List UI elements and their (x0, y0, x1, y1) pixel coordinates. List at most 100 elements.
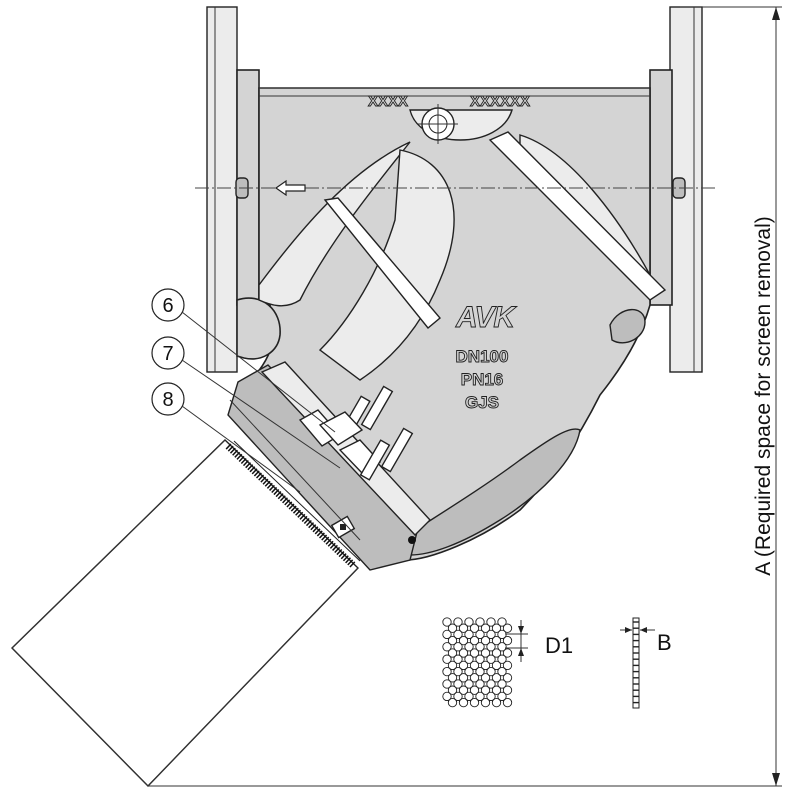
internal-lobe-left (258, 141, 411, 307)
embossed-size: DN100 (456, 347, 509, 366)
screen-guide-upper (323, 197, 441, 329)
perforation-hole (458, 635, 469, 646)
perforation-hole (502, 623, 513, 633)
perforation-hole (464, 642, 474, 652)
perforation-hole (458, 673, 469, 683)
perforation-hole (453, 666, 463, 677)
perforation-detail: D1 (442, 617, 573, 708)
perforation-hole (458, 685, 469, 695)
embossed-material: GJS (465, 393, 499, 412)
perforation-hole (464, 666, 474, 677)
perforation-hole (464, 654, 474, 664)
perforation-hole (486, 691, 496, 702)
perforation-hole (469, 635, 480, 646)
perforation-hole (486, 679, 496, 689)
perforation-hole (491, 697, 502, 708)
perforation-hole (464, 691, 474, 702)
perforation-hole (502, 648, 513, 658)
perforation-hole (497, 654, 507, 664)
perforation-hole (491, 635, 502, 646)
perforation-hole (475, 642, 485, 652)
perforation-hole (442, 617, 452, 627)
perforation-hole (442, 654, 452, 664)
right-flange (649, 6, 703, 373)
cover-skirt (399, 428, 581, 556)
b-label: B (657, 630, 672, 655)
perforation-hole (469, 673, 480, 683)
perforation-hole (502, 673, 513, 683)
perforation-hole (453, 679, 463, 689)
perforation-hole (469, 648, 480, 658)
perforation-hole (469, 623, 480, 633)
cover-assembly (227, 361, 431, 571)
screen-mesh-band (225, 443, 357, 569)
perforation-hole (464, 617, 474, 627)
perforation-hole (458, 660, 469, 671)
perforation-hole (464, 679, 474, 689)
embossed-logo: AVK (455, 301, 517, 334)
perforation-hole (447, 660, 458, 671)
perforation-hole (442, 629, 452, 640)
flow-direction-arrow (274, 179, 306, 197)
perforation-hole (475, 654, 485, 664)
index-dot (408, 536, 416, 544)
perforation-hole (469, 685, 480, 695)
svg-text:7: 7 (162, 343, 173, 365)
perforation-hole (447, 685, 458, 695)
dimension-a-label: A (Required space for screen removal) (752, 216, 775, 576)
strainer-screen (11, 439, 361, 788)
perforation-hole (497, 679, 507, 689)
perforation-hole (453, 617, 463, 627)
drain-pocket (609, 308, 646, 344)
screen-guide-right (488, 131, 667, 301)
top-boss-marker (418, 104, 458, 144)
perforation-hole (475, 617, 485, 627)
perforation-hole (453, 691, 463, 702)
perforation-hole (486, 654, 496, 664)
svg-text:6: 6 (162, 295, 173, 317)
perforation-hole (480, 623, 491, 633)
perforation-hole (453, 654, 463, 664)
cover-bolts (298, 385, 414, 481)
perforation-hole (458, 648, 469, 658)
d1-label: D1 (545, 633, 573, 658)
perforation-hole (453, 629, 463, 640)
perforation-hole (502, 660, 513, 671)
perforation-hole (442, 666, 452, 677)
perforation-hole (453, 642, 463, 652)
svg-text:8: 8 (162, 389, 173, 411)
perforation-hole (475, 679, 485, 689)
perforation-hole (497, 642, 507, 652)
embossed-left-code: XXXX (368, 93, 408, 110)
perforation-hole (447, 648, 458, 658)
embossed-right-code: XXXXXX (470, 93, 530, 110)
perforation-hole (469, 660, 480, 671)
perforation-hole (480, 697, 491, 708)
perforation-hole (442, 691, 452, 702)
perforation-hole (491, 623, 502, 633)
perforation-hole (497, 666, 507, 677)
perforation-hole (447, 635, 458, 646)
perforation-hole (442, 679, 452, 689)
dimension-a: A (Required space for screen removal) (148, 6, 782, 787)
embossed-pressure: PN16 (461, 370, 504, 389)
perforation-hole (475, 666, 485, 677)
perforation-hole (486, 629, 496, 640)
perforation-hole (458, 697, 469, 708)
callout-6: 6 (151, 288, 336, 433)
perforation-hole (447, 623, 458, 633)
thickness-detail: B (620, 617, 672, 709)
perforation-hole (486, 642, 496, 652)
perforation-hole (491, 673, 502, 683)
perforation-hole (447, 697, 458, 708)
drain-plug (330, 515, 356, 539)
perforation-hole (458, 623, 469, 633)
perforation-hole (447, 673, 458, 683)
perforation-hole (469, 697, 480, 708)
perforation-hole (475, 691, 485, 702)
perforation-hole (480, 648, 491, 658)
perforation-hole (486, 617, 496, 627)
perforation-hole (491, 660, 502, 671)
callout-8: 8 (151, 382, 301, 493)
